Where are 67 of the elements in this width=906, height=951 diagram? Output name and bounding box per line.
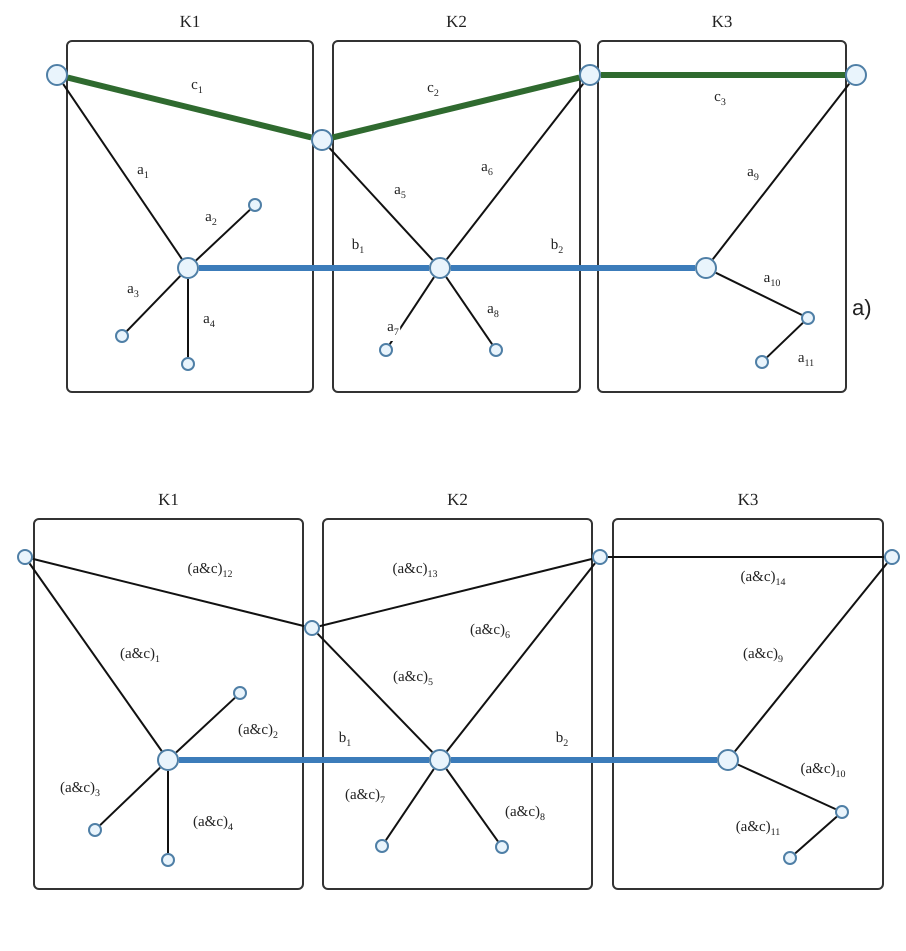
connector-line — [712, 83, 850, 260]
node-circle — [181, 357, 195, 371]
connector-line — [28, 562, 163, 752]
node-circle — [495, 840, 509, 854]
node-circle — [783, 851, 797, 865]
node-circle — [17, 549, 33, 565]
node-circle — [801, 311, 815, 325]
node-circle — [157, 749, 179, 771]
connector-line — [608, 556, 884, 558]
node-circle — [884, 549, 900, 565]
thick-line — [332, 74, 580, 140]
region-title: K1 — [180, 12, 200, 32]
node-circle — [429, 749, 451, 771]
connector-line — [126, 275, 182, 332]
connector-line — [715, 272, 802, 316]
panel-label: a) — [852, 295, 872, 321]
connector-line — [32, 558, 304, 628]
node-circle — [755, 355, 769, 369]
node-circle — [115, 329, 129, 343]
node-circle — [845, 64, 867, 86]
connector-line — [446, 562, 596, 752]
connector-line — [445, 276, 493, 345]
connector-line — [446, 768, 499, 842]
region-title: K1 — [158, 490, 179, 510]
connector-line — [62, 84, 183, 260]
node-circle — [579, 64, 601, 86]
thick-line — [199, 265, 429, 271]
connector-line — [167, 771, 169, 853]
node-circle — [375, 839, 389, 853]
node-circle — [161, 853, 175, 867]
connector-line — [446, 83, 584, 260]
connector-line — [320, 558, 592, 628]
node-circle — [489, 343, 503, 357]
thick-line — [451, 265, 695, 271]
thick-line — [451, 757, 717, 763]
node-circle — [46, 64, 68, 86]
connector-line — [766, 322, 804, 358]
node-circle — [233, 686, 247, 700]
thick-line — [66, 74, 312, 140]
node-circle — [177, 257, 199, 279]
node-circle — [695, 257, 717, 279]
region-title: K3 — [738, 490, 758, 510]
connector-line — [734, 562, 888, 752]
thick-line — [601, 72, 845, 78]
connector-line — [195, 209, 251, 262]
node-circle — [717, 749, 739, 771]
node-circle — [311, 129, 333, 151]
connector-line — [316, 633, 434, 753]
node-circle — [835, 805, 849, 819]
connector-line — [328, 147, 434, 261]
region-title: K2 — [446, 12, 467, 32]
connector-line — [794, 816, 838, 854]
connector-line — [738, 764, 836, 810]
node-circle — [592, 549, 608, 565]
node-circle — [304, 620, 320, 636]
connector-line — [187, 279, 189, 357]
node-circle — [88, 823, 102, 837]
connector-line — [388, 276, 435, 345]
connector-line — [385, 768, 435, 841]
region-title: K3 — [712, 12, 732, 32]
node-circle — [429, 257, 451, 279]
thick-line — [179, 757, 429, 763]
region-title: K2 — [447, 490, 468, 510]
node-circle — [248, 198, 262, 212]
node-circle — [379, 343, 393, 357]
connector-line — [175, 697, 236, 754]
connector-line — [99, 766, 161, 826]
